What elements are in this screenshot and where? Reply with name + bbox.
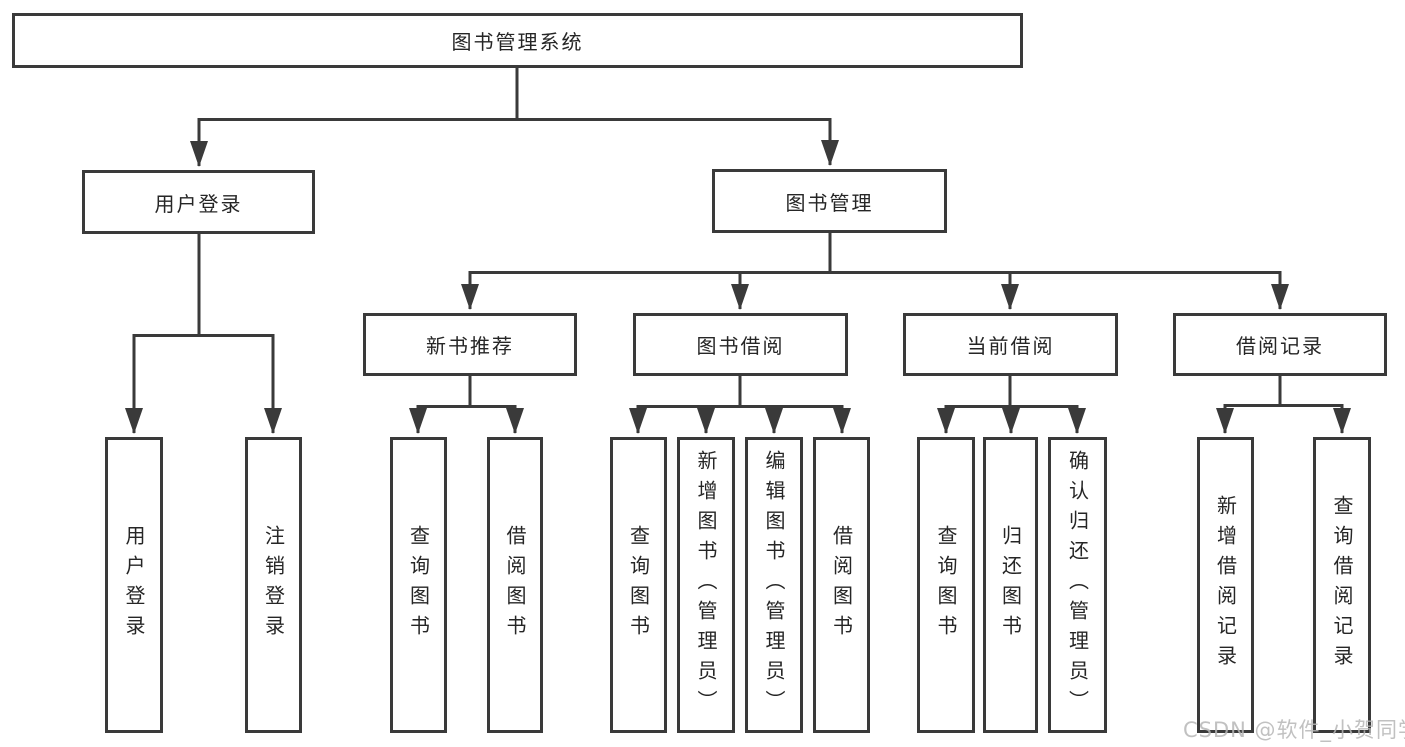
- leaf-add-books-admin: 新增图书（管理员）: [677, 437, 735, 733]
- node-root-label: 图书管理系统: [451, 30, 584, 54]
- leaf-logout-label: 注销登录: [261, 525, 286, 645]
- leaf-logout: 注销登录: [245, 437, 302, 733]
- node-book-borrow: 图书借阅: [633, 313, 848, 376]
- node-book-borrow-label: 图书借阅: [696, 334, 785, 358]
- node-root-library-system: 图书管理系统: [12, 13, 1023, 68]
- leaf-user-login-label: 用户登录: [122, 525, 146, 645]
- node-book-management-label: 图书管理: [785, 190, 874, 215]
- leaf-borrow-books-recommend-label: 借阅图书: [503, 525, 527, 645]
- node-current-borrow: 当前借阅: [903, 313, 1118, 376]
- leaf-query-borrow-record: 查询借阅记录: [1313, 437, 1371, 733]
- leaf-query-books-current-label: 查询图书: [934, 525, 958, 645]
- leaf-return-books: 归还图书: [983, 437, 1038, 733]
- leaf-borrow-books-recommend: 借阅图书: [487, 437, 543, 733]
- node-borrow-records-label: 借阅记录: [1236, 334, 1324, 358]
- leaf-add-borrow-record-label: 新增借阅记录: [1213, 495, 1238, 675]
- leaf-confirm-return-admin-label: 确认归还（管理员）: [1065, 450, 1090, 720]
- leaf-borrow-books: 借阅图书: [813, 437, 870, 733]
- node-user-login: 用户登录: [82, 170, 315, 234]
- node-new-book-recommend: 新书推荐: [363, 313, 577, 376]
- leaf-edit-books-admin: 编辑图书（管理员）: [745, 437, 803, 733]
- leaf-add-books-admin-label: 新增图书（管理员）: [694, 450, 718, 720]
- node-user-login-label: 用户登录: [154, 191, 243, 216]
- leaf-user-login: 用户登录: [105, 437, 163, 733]
- leaf-add-borrow-record: 新增借阅记录: [1197, 437, 1254, 733]
- leaf-borrow-books-label: 借阅图书: [829, 525, 854, 645]
- node-new-book-recommend-label: 新书推荐: [426, 334, 514, 358]
- leaf-query-books-recommend-label: 查询图书: [406, 525, 431, 645]
- leaf-confirm-return-admin: 确认归还（管理员）: [1048, 437, 1107, 733]
- leaf-edit-books-admin-label: 编辑图书（管理员）: [762, 450, 786, 720]
- leaf-query-books-borrow: 查询图书: [610, 437, 667, 733]
- csdn-watermark: CSDN @软件_小贺同学: [1183, 718, 1405, 742]
- leaf-query-books-borrow-label: 查询图书: [626, 525, 651, 645]
- node-book-management: 图书管理: [712, 169, 947, 233]
- node-borrow-records: 借阅记录: [1173, 313, 1387, 376]
- leaf-query-borrow-record-label: 查询借阅记录: [1330, 495, 1354, 675]
- leaf-query-books-current: 查询图书: [917, 437, 975, 733]
- leaf-query-books-recommend: 查询图书: [390, 437, 447, 733]
- leaf-return-books-label: 归还图书: [998, 525, 1023, 645]
- node-current-borrow-label: 当前借阅: [966, 334, 1055, 358]
